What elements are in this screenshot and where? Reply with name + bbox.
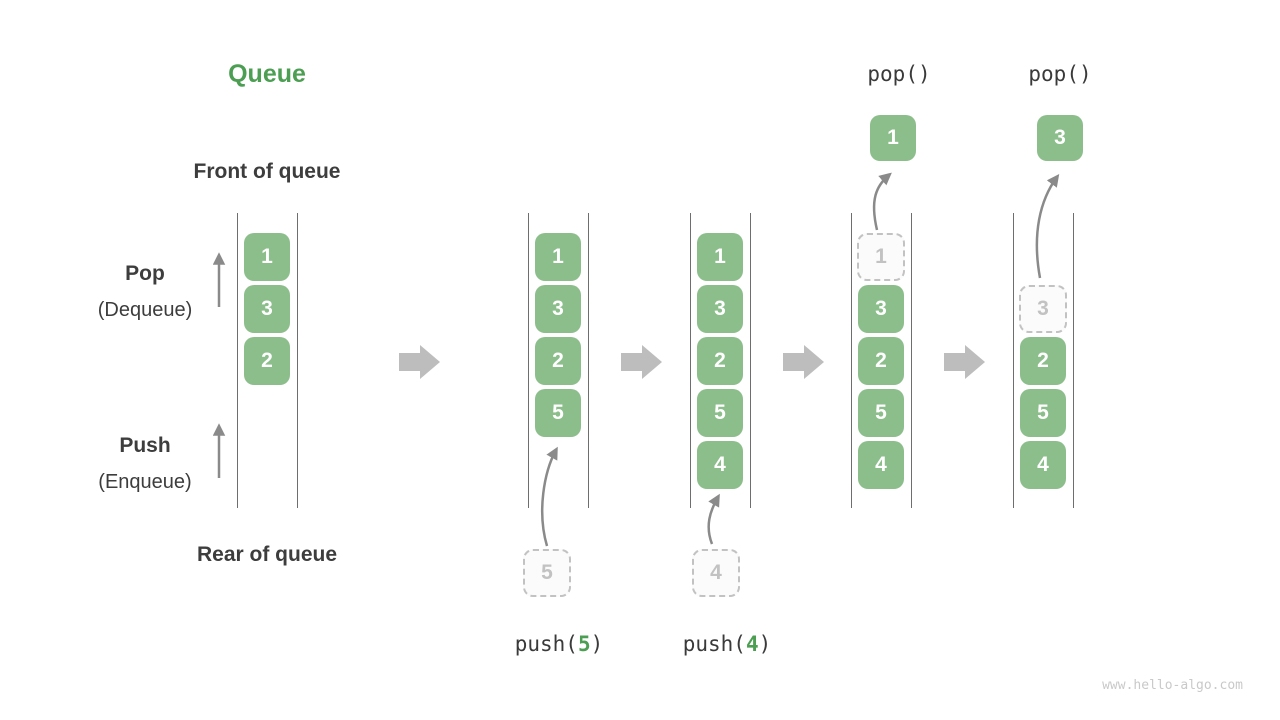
push-call-suffix: ) xyxy=(590,632,604,656)
queue-state-2: 1 3 2 5 xyxy=(528,213,589,508)
ghost-item: 1 xyxy=(857,233,905,281)
queue-item: 5 xyxy=(697,389,743,437)
queue-state-5: 3 2 5 4 xyxy=(1013,213,1074,508)
queue-item: 1 xyxy=(535,233,581,281)
pop-operation-label: pop() xyxy=(867,62,931,86)
queue-item: 3 xyxy=(535,285,581,333)
queue-item: 1 xyxy=(697,233,743,281)
queue-item: 4 xyxy=(1020,441,1066,489)
queue-item: 2 xyxy=(697,337,743,385)
pop-label-group: Pop (Dequeue) xyxy=(98,256,193,328)
step-arrow-3 xyxy=(783,345,824,379)
staged-item: 5 xyxy=(523,549,571,597)
queue-item: 5 xyxy=(1020,389,1066,437)
pop-label: Pop xyxy=(125,262,165,285)
step-arrow-4 xyxy=(944,345,985,379)
push-call-arg: 5 xyxy=(577,632,591,656)
push-call-prefix: push( xyxy=(682,632,746,656)
queue-item: 2 xyxy=(535,337,581,385)
queue-item: 2 xyxy=(1020,337,1066,385)
push-label: Push xyxy=(119,434,171,457)
queue-item: 3 xyxy=(244,285,290,333)
ghost-item: 3 xyxy=(1019,285,1067,333)
queue-item: 5 xyxy=(535,389,581,437)
queue-state-1: 1 3 2 xyxy=(237,213,298,508)
push-alias-label: (Enqueue) xyxy=(98,471,192,493)
diagram-title: Queue xyxy=(228,60,306,88)
front-of-queue-label: Front of queue xyxy=(193,160,341,183)
watermark: www.hello-algo.com xyxy=(1102,678,1243,693)
push-label-group: Push (Enqueue) xyxy=(98,428,191,500)
push-operation-label: push(5) xyxy=(515,632,604,656)
pop-operation-label: pop() xyxy=(1028,62,1092,86)
push-call-prefix: push( xyxy=(514,632,578,656)
queue-item: 3 xyxy=(858,285,904,333)
push-call-suffix: ) xyxy=(758,632,772,656)
queue-state-4: 1 3 2 5 4 xyxy=(851,213,912,508)
queue-item: 4 xyxy=(858,441,904,489)
queue-item: 3 xyxy=(697,285,743,333)
step-arrow-2 xyxy=(621,345,662,379)
push-operation-label: push(4) xyxy=(683,632,772,656)
staged-item: 4 xyxy=(692,549,740,597)
queue-item: 2 xyxy=(244,337,290,385)
queue-item: 1 xyxy=(244,233,290,281)
queue-item: 5 xyxy=(858,389,904,437)
step-arrow-1 xyxy=(399,345,440,379)
queue-item: 4 xyxy=(697,441,743,489)
queue-item: 2 xyxy=(858,337,904,385)
rear-of-queue-label: Rear of queue xyxy=(196,543,338,566)
queue-state-3: 1 3 2 5 4 xyxy=(690,213,751,508)
push-call-arg: 4 xyxy=(745,632,759,656)
pop-alias-label: (Dequeue) xyxy=(97,299,193,321)
popped-item: 1 xyxy=(870,115,916,161)
popped-item: 3 xyxy=(1037,115,1083,161)
